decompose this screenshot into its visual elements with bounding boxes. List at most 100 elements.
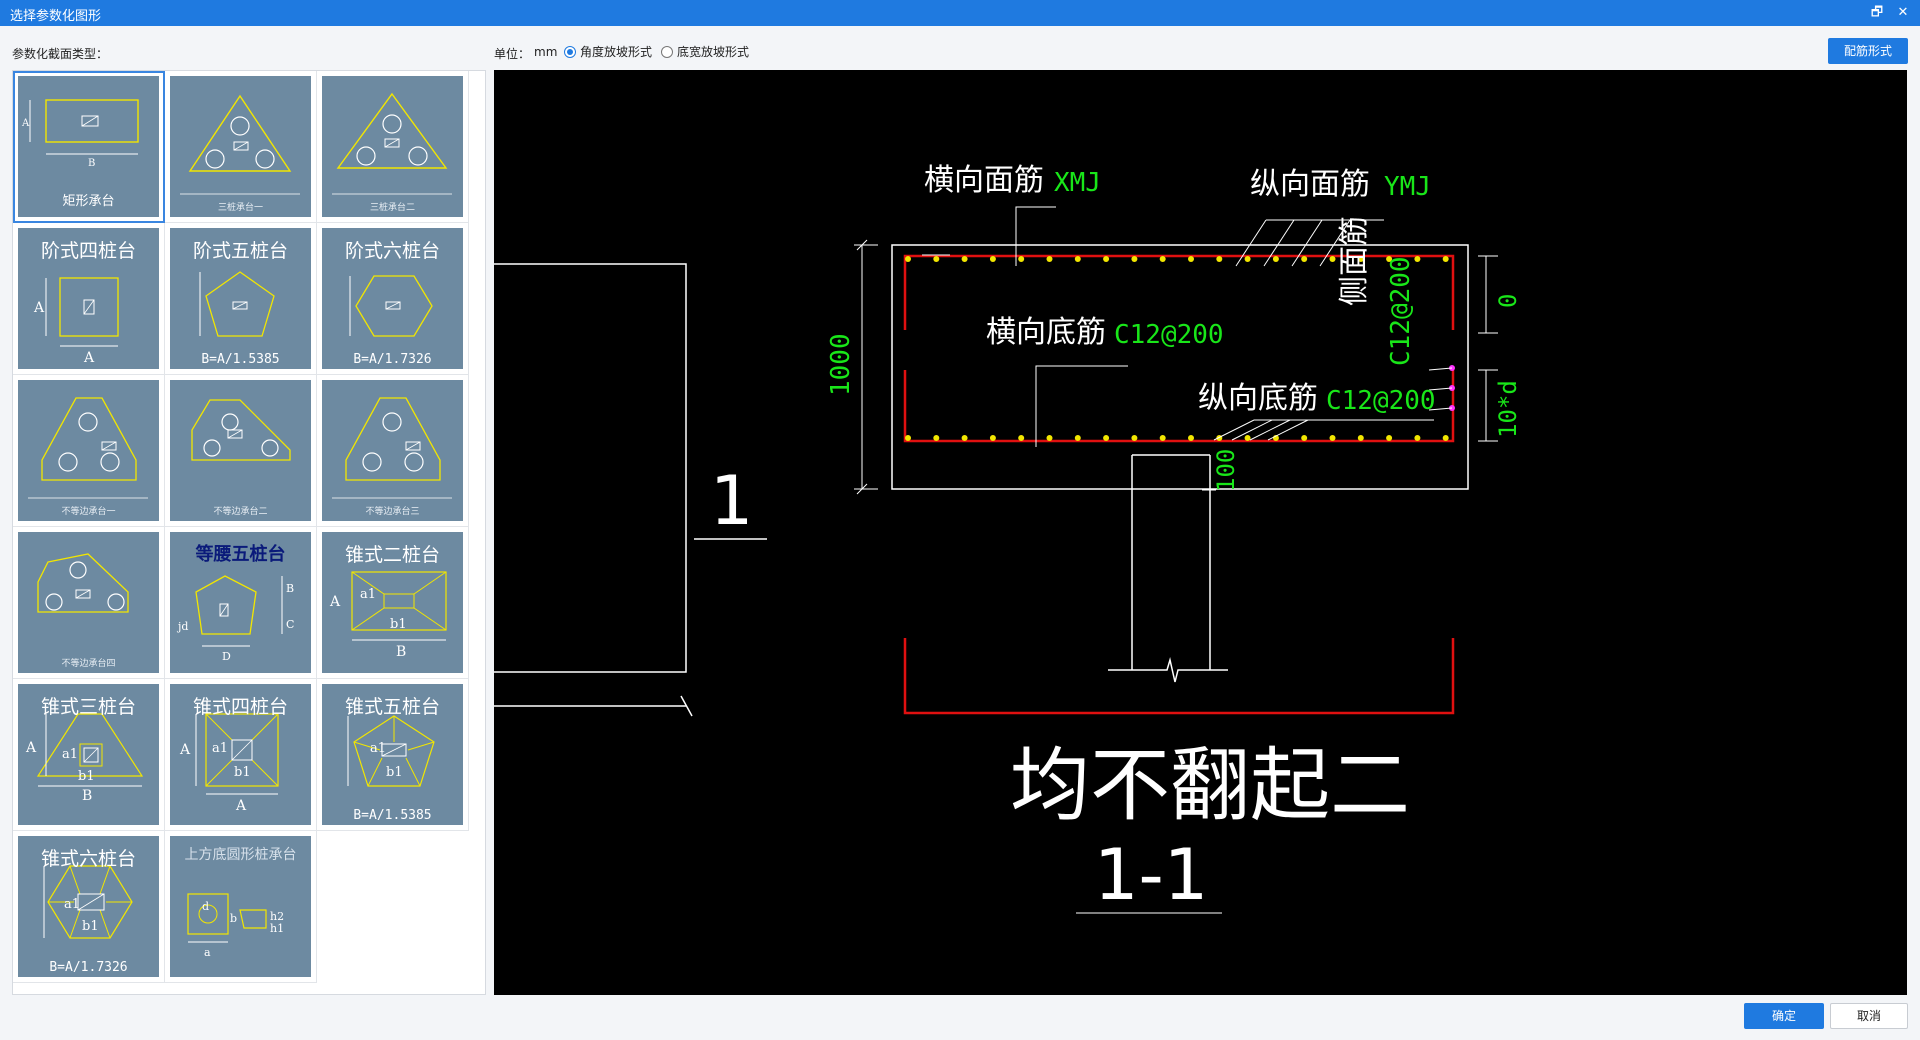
rebar-dot	[1046, 256, 1053, 262]
rebar-dot	[1216, 256, 1223, 262]
shape-title: 阶式六桩台	[344, 240, 440, 262]
rebar-dot	[1074, 435, 1081, 441]
thumb-label: h2	[270, 910, 284, 923]
thumb-label: A	[179, 742, 191, 758]
shape-diagram: AA	[33, 277, 119, 366]
longitudinal-bottom-rebar-label: 纵向底筋	[1198, 381, 1318, 416]
thumb-label: jd	[176, 620, 188, 633]
thumb-label: d	[202, 900, 209, 913]
transverse-bottom-rebar-label: 横向底筋	[986, 315, 1106, 350]
shape-thumbnail: 不等边承台一	[18, 380, 159, 521]
thumb-label: A	[21, 118, 30, 129]
rebar-dot	[1329, 435, 1336, 441]
shape-title: 阶式五桩台	[192, 240, 288, 262]
rebar-dot	[1386, 435, 1393, 441]
radio-width-slope[interactable]: 底宽放坡形式	[661, 43, 749, 60]
cancel-button[interactable]: 取消	[1830, 1003, 1908, 1029]
rebar-dot	[1301, 256, 1308, 262]
section-mark: 1	[710, 462, 754, 541]
restore-icon[interactable]: 🗗	[1870, 5, 1884, 20]
section-drawing	[494, 206, 1498, 914]
rebar-dot	[905, 435, 911, 441]
left-view-lines	[494, 263, 767, 717]
rebar-dot	[1131, 256, 1138, 262]
shape-caption: 矩形承台	[62, 194, 115, 209]
shape-thumbnail: 不等边承台二	[170, 380, 311, 521]
rebar-dot	[961, 435, 968, 441]
thumb-label: B	[88, 158, 95, 169]
longitudinal-bottom-rebar-code: C12@200	[1326, 386, 1436, 416]
thumb-label: b1	[82, 919, 99, 934]
shape-option[interactable]: 不等边承台三	[317, 375, 469, 527]
thumb-label: b	[230, 912, 237, 925]
rebar-form-button[interactable]: 配筋形式	[1828, 38, 1908, 64]
shape-thumbnail: A B 矩形承台	[18, 76, 159, 217]
thumb-label: A	[235, 798, 247, 814]
shape-option[interactable]: 不等边承台二	[165, 375, 317, 527]
shape-thumbnail: 三桩承台二	[322, 76, 463, 217]
shape-option[interactable]: 不等边承台四	[13, 527, 165, 679]
rebar-dot	[989, 435, 996, 441]
shape-option[interactable]: 三桩承台一	[165, 71, 317, 223]
dim-height-1000: 1000	[826, 333, 856, 396]
shape-option[interactable]: A B 矩形承台	[13, 71, 165, 223]
shape-diagram	[37, 553, 129, 613]
radio-unchecked-icon[interactable]	[661, 45, 673, 58]
rebar-dot	[961, 256, 968, 262]
radio-checked-icon[interactable]	[564, 45, 576, 58]
thumb-label: a1	[360, 587, 376, 602]
thumb-label: B	[82, 788, 92, 804]
dim-zero: 0	[1494, 293, 1522, 308]
rebar-dot	[1131, 435, 1138, 441]
rebar-dot	[1018, 435, 1025, 441]
dimension-lines	[854, 239, 1498, 914]
shape-caption: 不等边承台一	[61, 507, 116, 517]
shape-option[interactable]: 不等边承台一	[13, 375, 165, 527]
radio-width-label: 底宽放坡形式	[677, 45, 750, 59]
close-icon[interactable]: ✕	[1897, 5, 1909, 20]
transverse-bottom-rebar-code: C12@200	[1114, 320, 1224, 350]
thumb-label: B	[286, 582, 294, 595]
thumb-label: b1	[78, 769, 95, 784]
title-bar: 选择参数化图形 🗗 ✕	[0, 0, 1920, 26]
shape-diagram	[191, 399, 291, 461]
shape-thumbnail: 不等边承台三	[322, 380, 463, 521]
thumb-label: B	[396, 644, 406, 660]
thumb-label: a	[204, 946, 211, 959]
section-title: 1-1	[1094, 834, 1209, 916]
rebar-dot	[1244, 256, 1251, 262]
radio-angle-label: 角度放坡形式	[580, 45, 653, 59]
shape-title: 锥式四桩台	[192, 696, 288, 718]
thumb-label: a1	[62, 747, 78, 762]
thumb-label: A	[25, 740, 37, 756]
rebar-dot	[1357, 435, 1364, 441]
cap-outline	[891, 244, 1469, 490]
thumb-label: a1	[212, 741, 228, 756]
shape-title: 锥式六桩台	[40, 848, 136, 870]
radio-angle-slope[interactable]: 角度放坡形式	[564, 43, 652, 60]
ok-button[interactable]: 确定	[1744, 1003, 1824, 1029]
shape-option[interactable]: 三桩承台二	[317, 71, 469, 223]
rebar-dot	[1442, 435, 1449, 441]
shape-diagram	[180, 94, 300, 195]
shape-title: 锥式二桩台	[344, 544, 440, 566]
rebar-dot	[1357, 256, 1364, 262]
